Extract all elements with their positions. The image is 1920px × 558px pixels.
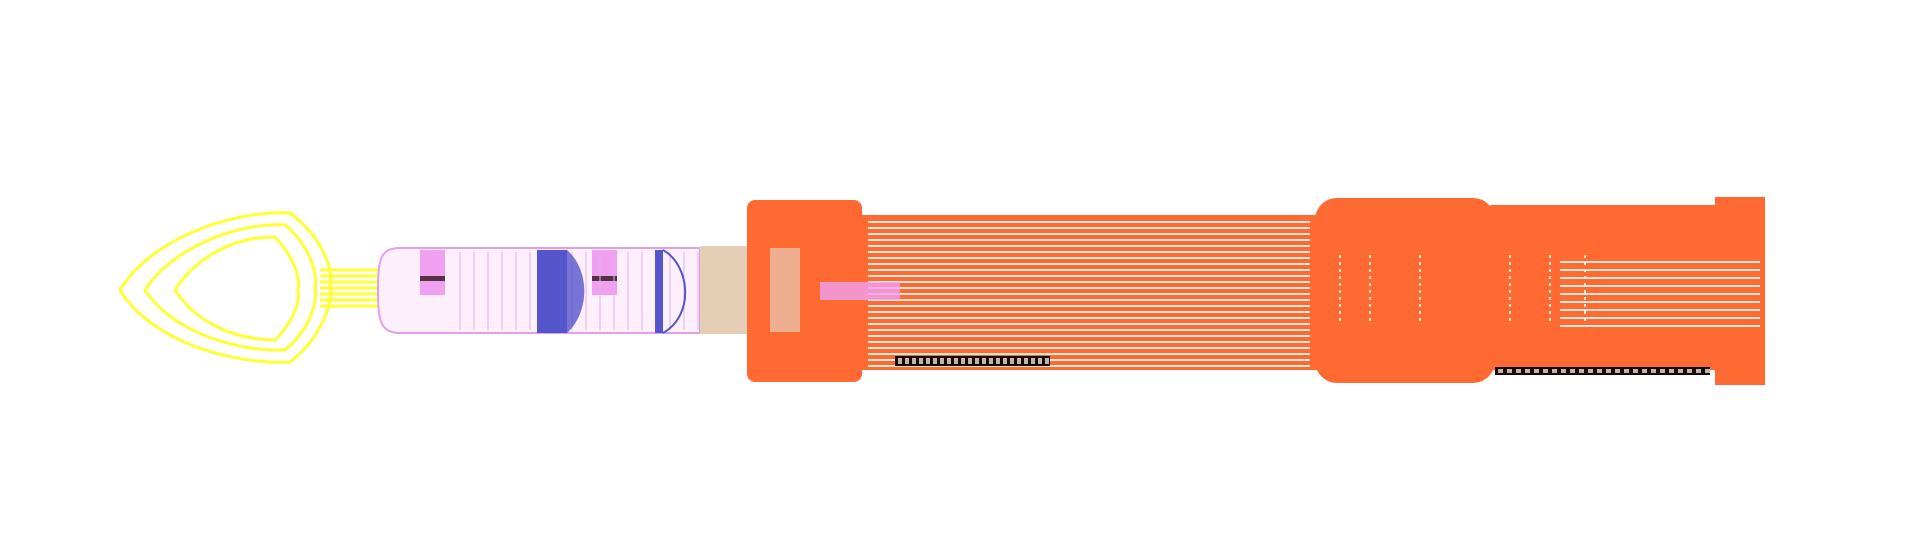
label-mark bbox=[961, 358, 965, 364]
label-mark bbox=[1615, 369, 1620, 373]
label-mark bbox=[1024, 358, 1028, 364]
label-mark bbox=[996, 358, 1000, 364]
yellow-handle-loop bbox=[118, 211, 333, 364]
blue-lens-elements bbox=[537, 249, 687, 334]
label-mark bbox=[919, 358, 923, 364]
label-mark bbox=[1003, 358, 1007, 364]
label-mark bbox=[1552, 369, 1557, 373]
label-mark bbox=[1660, 369, 1665, 373]
label-mark bbox=[1669, 369, 1674, 373]
label-mark bbox=[1642, 369, 1647, 373]
label-mark bbox=[1031, 358, 1035, 364]
label-mark bbox=[933, 358, 937, 364]
label-mark bbox=[954, 358, 958, 364]
label-mark bbox=[1633, 369, 1638, 373]
label-mark bbox=[1017, 358, 1021, 364]
label-mark bbox=[1624, 369, 1629, 373]
label-mark bbox=[1507, 369, 1512, 373]
label-strip-marks bbox=[898, 358, 1710, 373]
label-mark bbox=[1651, 369, 1656, 373]
label-mark bbox=[1543, 369, 1548, 373]
label-mark bbox=[1597, 369, 1602, 373]
label-mark bbox=[968, 358, 972, 364]
label-mark bbox=[1588, 369, 1593, 373]
label-mark bbox=[898, 358, 902, 364]
label-mark bbox=[947, 358, 951, 364]
label-mark bbox=[1038, 358, 1042, 364]
label-mark bbox=[1696, 369, 1701, 373]
label-mark bbox=[940, 358, 944, 364]
label-mark bbox=[1525, 369, 1530, 373]
label-mark bbox=[975, 358, 979, 364]
label-mark bbox=[926, 358, 930, 364]
label-mark bbox=[1606, 369, 1611, 373]
label-mark bbox=[989, 358, 993, 364]
label-mark bbox=[1570, 369, 1575, 373]
label-strip-right bbox=[1495, 367, 1710, 375]
pink-insert bbox=[820, 282, 900, 300]
label-mark bbox=[1498, 369, 1503, 373]
label-mark bbox=[1705, 369, 1710, 373]
label-mark bbox=[1010, 358, 1014, 364]
label-mark bbox=[1579, 369, 1584, 373]
label-mark bbox=[905, 358, 909, 364]
label-mark bbox=[1045, 358, 1049, 364]
label-mark bbox=[1687, 369, 1692, 373]
label-mark bbox=[982, 358, 986, 364]
label-mark bbox=[1561, 369, 1566, 373]
label-mark bbox=[1516, 369, 1521, 373]
label-mark bbox=[1678, 369, 1683, 373]
coupler-inner bbox=[770, 248, 800, 332]
label-mark bbox=[1534, 369, 1539, 373]
label-mark bbox=[912, 358, 916, 364]
housing-stripes bbox=[868, 221, 1760, 367]
label-strip-left bbox=[895, 356, 1050, 366]
